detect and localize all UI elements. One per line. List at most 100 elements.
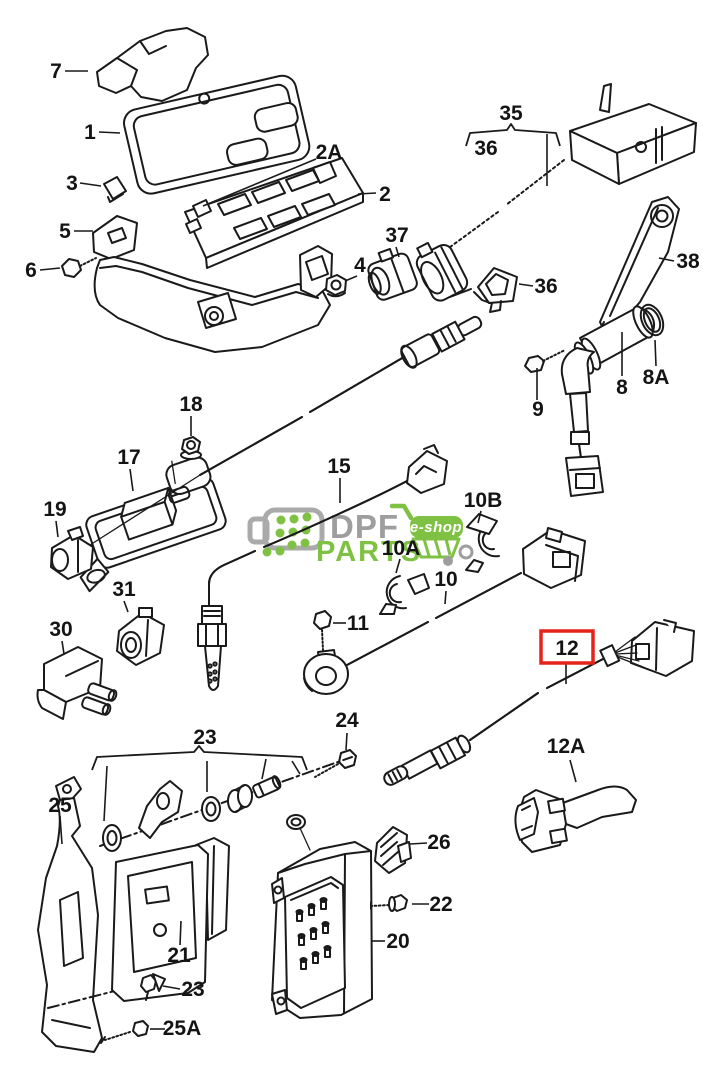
callout-12-highlighted: 12	[555, 637, 578, 660]
part-lambda-sensor-12	[383, 619, 695, 786]
callout-36-clip: 36	[534, 275, 557, 298]
leader-8a	[654, 339, 657, 367]
part-corrugated-cable-35	[445, 159, 565, 251]
callout-labels: 7 1 3 2A 2 5 6 4 35 36 37 36 38 8 8A 9 1…	[25, 60, 700, 1040]
leader-6	[39, 267, 61, 271]
part-screw-22	[370, 894, 408, 912]
part-grommet-26	[374, 826, 412, 874]
part-harness-module-35	[569, 83, 697, 185]
part-control-unit-20	[271, 814, 373, 1019]
callout-5: 5	[59, 220, 71, 243]
callout-10: 10	[434, 568, 457, 591]
leader-12a	[569, 759, 577, 783]
part-connector-31	[116, 607, 165, 666]
leader-36-clip	[518, 283, 534, 287]
callout-22: 22	[429, 893, 452, 916]
part-nut-4	[325, 274, 347, 298]
part-connector-37	[367, 247, 418, 301]
callout-37: 37	[385, 224, 408, 247]
callout-20: 20	[386, 930, 409, 953]
watermark: DPF PARTS e-shop	[247, 503, 474, 568]
leader-4	[344, 275, 358, 282]
part-ecu-1	[123, 74, 311, 195]
brace-35	[465, 123, 561, 147]
leader-36-connector	[449, 288, 472, 298]
part-grommet-set-23	[99, 756, 353, 852]
leader-38	[658, 257, 675, 262]
watermark-badge: e-shop	[410, 519, 462, 536]
leader-30	[61, 640, 65, 655]
part-screw-25a	[100, 1020, 149, 1044]
part-knock-sensor-10	[303, 527, 586, 695]
part-connector-19	[50, 526, 94, 580]
callout-9: 9	[532, 398, 544, 421]
part-pressure-sensor-30	[36, 646, 118, 720]
leader-19	[55, 520, 59, 538]
callout-31: 31	[112, 578, 136, 601]
part-egt-sensor-15	[197, 444, 448, 691]
part-mounting-tray-2	[184, 157, 364, 269]
part-clip-23b	[140, 973, 166, 1001]
part-bracket-housing-5	[92, 215, 333, 353]
callout-8: 8	[616, 376, 628, 399]
part-lambda-sensor-top	[89, 315, 483, 546]
part-oring-8a	[639, 303, 665, 337]
callout-10a: 10A	[382, 537, 421, 560]
leader-31	[123, 600, 129, 613]
part-plate-21	[111, 837, 230, 1002]
highlight-box	[539, 629, 595, 665]
leader-23b	[162, 985, 181, 990]
callout-38: 38	[676, 250, 700, 273]
callout-2a: 2A	[316, 141, 343, 164]
leader-25	[59, 815, 63, 845]
callout-10b: 10B	[464, 489, 503, 512]
part-bolt-9	[524, 349, 566, 373]
callout-21: 21	[167, 944, 191, 967]
callout-18: 18	[179, 393, 203, 416]
leader-23-4	[291, 760, 301, 775]
part-bracket-25	[37, 776, 151, 1053]
callout-4: 4	[354, 254, 366, 277]
part-bolt-11	[313, 610, 332, 651]
part-sensor-module-17	[79, 456, 227, 593]
callout-25: 25	[48, 794, 72, 817]
callout-30: 30	[49, 618, 72, 641]
callout-12a: 12A	[547, 735, 586, 758]
part-bracket-12a	[514, 785, 637, 853]
leader-10b	[477, 510, 482, 524]
part-retainer-clip-36	[473, 267, 518, 313]
callout-17: 17	[117, 446, 140, 469]
dpf-filter-icon	[247, 507, 325, 557]
watermark-word1: DPF	[330, 508, 399, 545]
part-engine-cover-7	[96, 27, 209, 102]
leader-26	[409, 842, 428, 845]
leader-24	[345, 732, 348, 751]
leader-2a	[202, 158, 317, 207]
part-harness-connector-35	[415, 241, 469, 302]
part-nut-18	[180, 436, 202, 460]
callout-6: 6	[25, 259, 37, 282]
brace-23	[91, 745, 308, 771]
callout-19: 19	[43, 498, 66, 521]
leader-1	[98, 131, 121, 134]
callout-26: 26	[427, 831, 450, 854]
callout-3: 3	[66, 172, 78, 195]
callout-23-clip: 23	[181, 978, 204, 1001]
leader-37	[395, 246, 400, 258]
callout-8a: 8A	[643, 366, 670, 389]
watermark-word2: PARTS	[316, 536, 422, 568]
leader-lines	[39, 70, 675, 1030]
callout-2: 2	[379, 183, 391, 206]
part-clip-10b	[465, 513, 500, 573]
callout-35: 35	[499, 102, 523, 125]
shopping-cart-icon: e-shop	[389, 503, 474, 566]
callout-36-harness: 36	[474, 137, 497, 160]
highlight-callout-12: 12	[539, 629, 595, 665]
callout-11: 11	[347, 612, 370, 635]
callout-24: 24	[335, 709, 359, 732]
part-memory-chip-3	[103, 176, 127, 203]
connector-pins	[295, 897, 332, 970]
callout-7: 7	[50, 60, 62, 83]
